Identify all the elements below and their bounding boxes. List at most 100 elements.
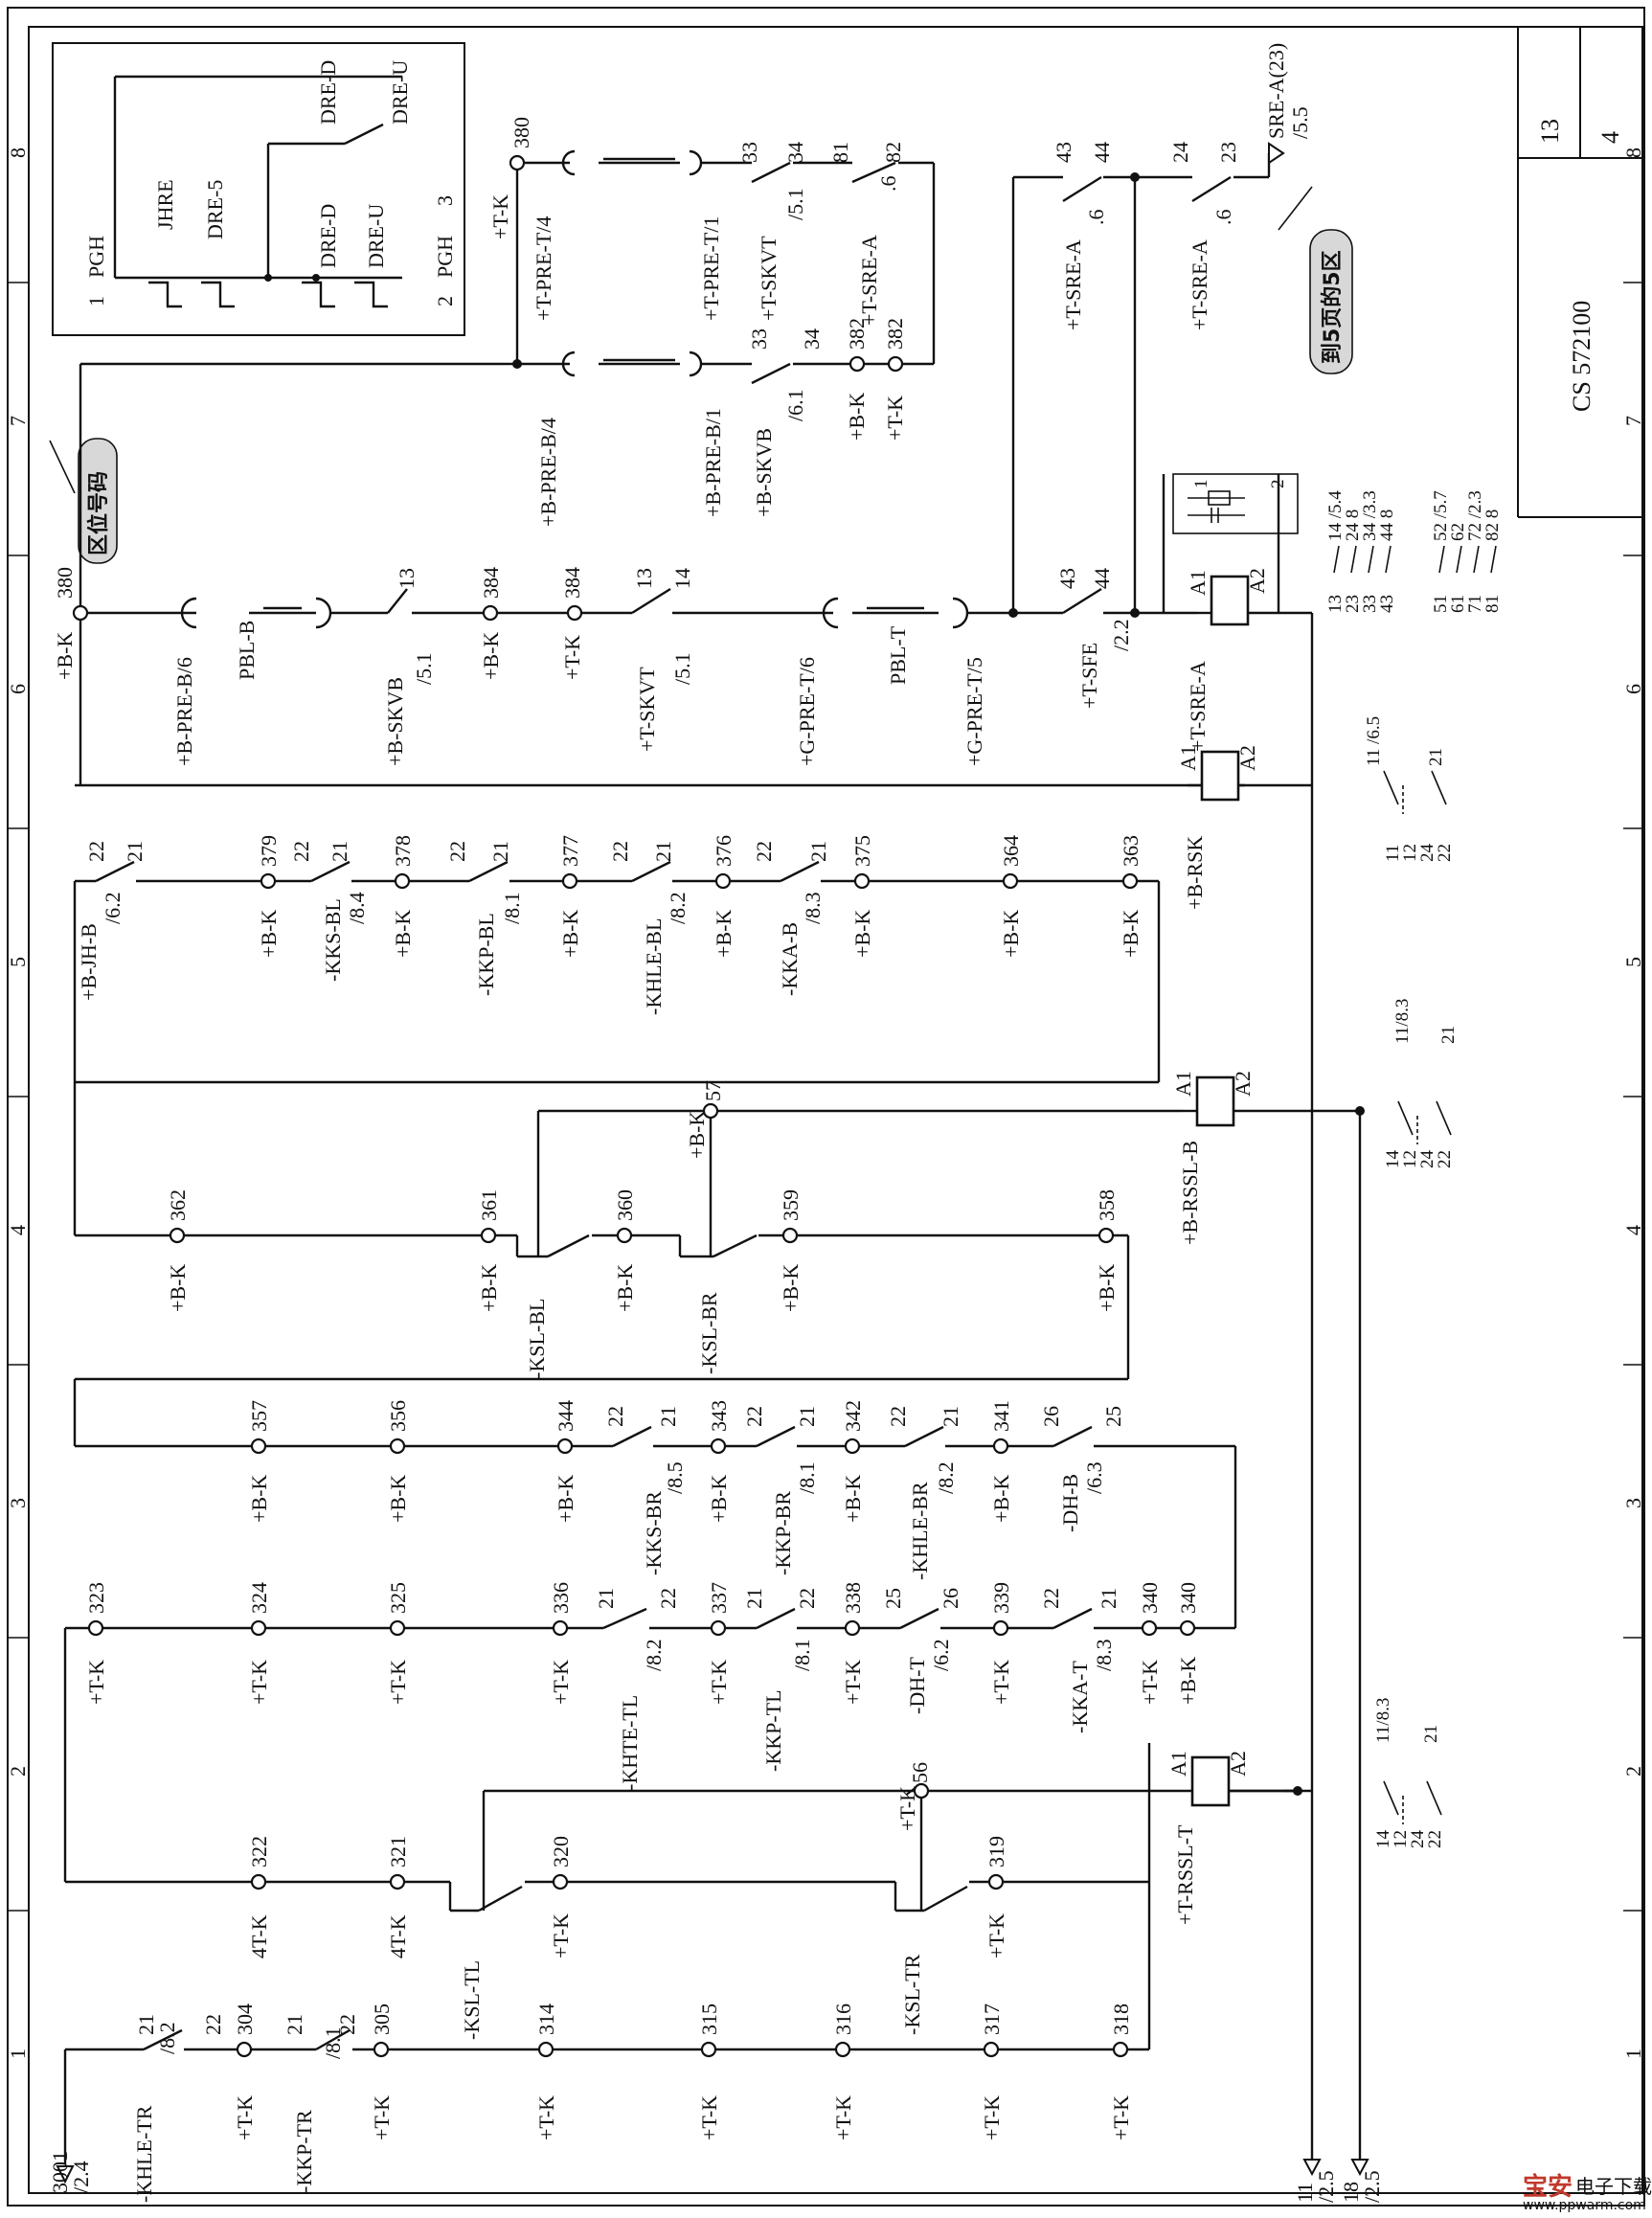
terminal-379 [260,872,277,890]
terminal-label: +T-K [989,1660,1013,1705]
plug-pre-t4 [561,149,576,176]
svg-text:34 /3.3: 34 /3.3 [1360,490,1380,541]
terminal-380-t [509,154,526,171]
terminal-number: 336 [549,1582,573,1614]
terminal-label: +T-K [697,2095,721,2140]
svg-text:-KHTE-TL: -KHTE-TL [618,1695,642,1791]
terminal-384-t [566,604,583,622]
svg-text:21: 21 [134,2014,158,2035]
svg-text:23: 23 [1343,595,1363,613]
svg-text:22: 22 [445,841,469,862]
terminal-number: 314 [534,2003,558,2035]
svg-text:+T-SRE-A: +T-SRE-A [857,235,881,326]
svg-text:11/8.3: 11/8.3 [1392,999,1413,1044]
svg-text:-KKP-BL: -KKP-BL [474,913,498,996]
svg-text:22: 22 [603,1406,627,1427]
svg-text:43: 43 [1055,568,1079,589]
svg-text:PGH: PGH [84,236,108,278]
terminal-375 [853,872,871,890]
ref-18-arrow [1350,2159,1369,2177]
terminals-b-k-5: +B-K379+B-K378+B-K377+B-K376+B-K375+B-K3… [257,835,1143,958]
svg-text:23: 23 [1216,142,1240,163]
svg-text:/8.2: /8.2 [642,1639,666,1671]
terminal-382-t [887,355,904,373]
terminal-label: +T-K [549,1660,573,1705]
terminal-364 [1002,872,1019,890]
zone-code-note: 区位号码 [86,471,111,555]
terminal-number: 342 [841,1400,865,1432]
terminal-318 [1112,2041,1129,2058]
terminal-362 [169,1227,186,1244]
svg-text:DRE-5: DRE-5 [203,180,227,239]
svg-text:+G-PRE-T/5: +G-PRE-T/5 [962,657,986,766]
terminal-label: +T-K [233,2095,257,2140]
svg-text:24 8: 24 8 [1343,509,1363,541]
terminal-341 [992,1437,1009,1455]
terminal-number: 305 [370,2003,394,2035]
terminal-338 [844,1619,861,1637]
svg-text:-KSL-TR: -KSL-TR [900,1954,924,2035]
terminal-325 [389,1619,406,1637]
svg-text:/6.3: /6.3 [1082,1461,1106,1494]
coil-rssl-b [1195,1075,1235,1127]
svg-text:22: 22 [1435,844,1455,862]
terminal-number: 375 [850,835,874,867]
svg-text:-KHLE-TR: -KHLE-TR [132,2105,156,2203]
terminal-label: +T-K [841,1660,865,1705]
svg-text:-KKP-TR: -KKP-TR [292,2110,316,2193]
sheet-number: 13 [1536,119,1564,144]
terminal-number: 319 [984,1836,1008,1867]
svg-text:1: 1 [1191,480,1211,489]
svg-text:/8.2: /8.2 [666,892,690,924]
svg-text:电子下载站: 电子下载站 [1575,2175,1652,2198]
terminal-number: 315 [697,2003,721,2035]
svg-text:+T-SRE-A: +T-SRE-A [1186,661,1210,752]
svg-text:/8.5: /8.5 [663,1461,687,1494]
svg-text:-KSL-BL: -KSL-BL [525,1299,549,1379]
terminal-label: +B-K [257,910,281,958]
svg-text:384: 384 [560,567,584,599]
svg-text:22: 22 [84,841,108,862]
svg-text:11: 11 [1383,845,1403,862]
outer-frame [7,7,1645,2207]
svg-text:62: 62 [1448,523,1468,541]
svg-text:44 8: 44 8 [1377,509,1397,541]
terminal-378 [394,872,411,890]
terminal-number: 341 [989,1400,1013,1432]
dre-u-contact-symbol [354,281,388,308]
svg-text:21: 21 [806,841,830,862]
row-top: +T-K 380 +T-PRE-T/4 +T-PRE-T/1 +T-SKVT /… [488,117,936,527]
svg-text:-DH-T: -DH-T [905,1657,929,1714]
terminal-label: +B-K [391,910,415,958]
svg-text:/8.4: /8.4 [345,892,369,924]
terminal-377 [561,872,578,890]
terminal-number: 320 [549,1836,573,1867]
page-number: 4 [1596,131,1624,144]
svg-text:22: 22 [608,841,632,862]
svg-text:/8.1: /8.1 [790,1639,814,1671]
svg-text:www.ppwarm.com: www.ppwarm.com [1523,2198,1646,2213]
svg-text:+T-K: +T-K [488,194,512,239]
ref-3001-arrow [56,2165,75,2184]
svg-text:72 /2.3: 72 /2.3 [1465,490,1485,541]
terminal-label: +T-K [534,2095,558,2140]
terminal-label: +T-K [984,1913,1008,1958]
terminal-323 [87,1619,104,1637]
svg-text:382: 382 [845,318,869,350]
svg-text:1: 1 [84,296,108,306]
terminal-number: 360 [613,1189,637,1221]
svg-text:52 /5.7: 52 /5.7 [1431,490,1451,541]
svg-text:+B-RSSL-B: +B-RSSL-B [1178,1141,1202,1245]
svg-text:22: 22 [1425,1830,1445,1848]
terminal-382-b [849,355,866,373]
terminal-357 [250,1437,267,1455]
svg-text:A2: A2 [1245,568,1269,594]
terminal-label: +B-K [613,1264,637,1312]
inset-legend: 1 PGH JHRE DRE-5 DRE-D DRE-U DRE-D DRE-U… [52,42,465,336]
svg-text:宝安: 宝安 [1523,2172,1573,2201]
sre-a-out-arrow [1268,142,1285,165]
terminal-label: +B-K [477,1264,501,1312]
svg-text:5: 5 [1621,957,1645,967]
svg-text:+T-RSSL-T: +T-RSSL-T [1173,1824,1197,1925]
